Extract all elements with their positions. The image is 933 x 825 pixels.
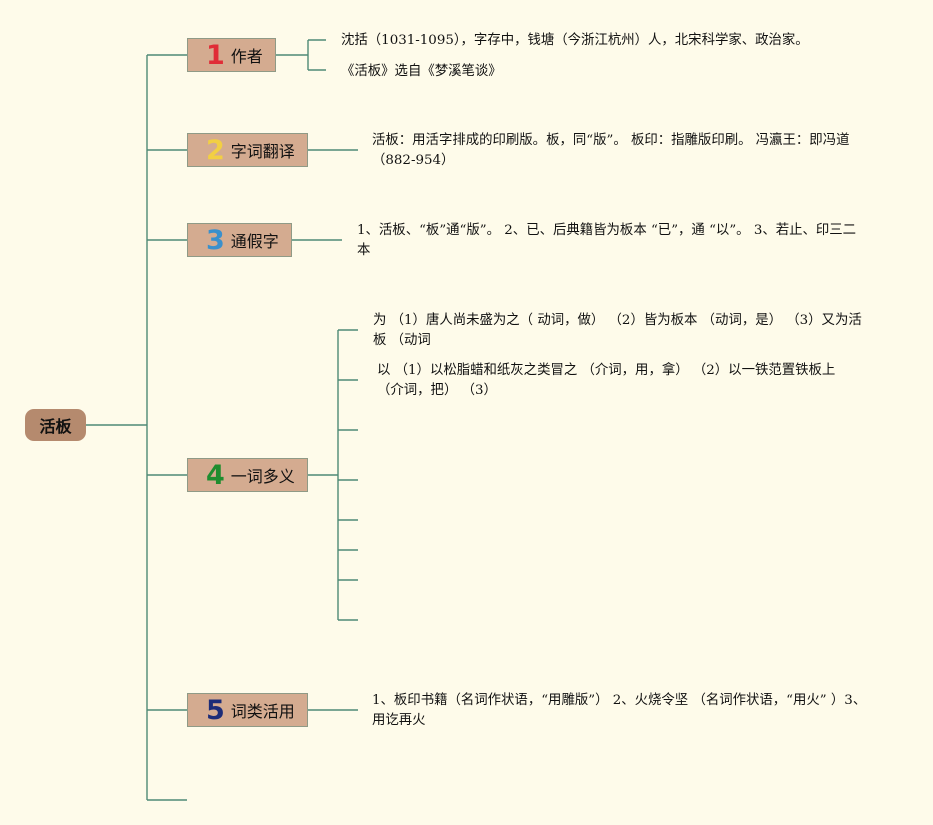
number-1-icon: 1 bbox=[206, 39, 225, 71]
note-author-source: 《活板》选自《梦溪笔谈》 bbox=[341, 64, 502, 79]
branch-label: 通假字 bbox=[230, 232, 279, 251]
number-4-icon: 4 bbox=[206, 459, 225, 491]
note-interchangeable: 1、活板、“板”通“版”。 2、已、后典籍皆为板本 “已”，通 “以”。 3、若… bbox=[357, 223, 857, 258]
branch-label: 词类活用 bbox=[230, 702, 295, 721]
note-translation: 活板：用活字排成的印刷版。板，同“版”。 板印：指雕版印刷。 冯瀛王：即冯道（8… bbox=[372, 133, 850, 168]
number-2-icon: 2 bbox=[206, 134, 225, 166]
number-5-icon: 5 bbox=[206, 694, 225, 726]
root-label: 活板 bbox=[39, 417, 72, 436]
branch-author[interactable]: 1 作者 bbox=[187, 38, 276, 72]
note-author-bio: 沈括（1031-1095），字存中，钱塘（今浙江杭州）人，北宋科学家、政治家。 bbox=[341, 33, 809, 48]
branch-label: 一词多义 bbox=[230, 467, 295, 486]
branch-label: 字词翻译 bbox=[230, 142, 295, 161]
root-node[interactable]: 活板 bbox=[25, 409, 86, 441]
branch-label: 作者 bbox=[230, 47, 263, 66]
branch-word-translation[interactable]: 2 字词翻译 bbox=[187, 133, 308, 167]
note-polysemy-wei: 为 （1）唐人尚未盛为之（ 动词，做） （2）皆为板本 （动词，是） （3）又为… bbox=[373, 313, 862, 348]
branch-interchangeable-chars[interactable]: 3 通假字 bbox=[187, 223, 292, 257]
note-word-class: 1、板印书籍（名词作状语，“用雕版”） 2、火烧令坚 （名词作状语，“用火” ）… bbox=[372, 693, 867, 728]
branch-word-class-usage[interactable]: 5 词类活用 bbox=[187, 693, 308, 727]
branch-polysemy[interactable]: 4 一词多义 bbox=[187, 458, 308, 492]
number-3-icon: 3 bbox=[206, 224, 225, 256]
note-polysemy-yi: 以 （1）以松脂蜡和纸灰之类冒之 （介词，用，拿） （2）以一铁范置铁板上（介词… bbox=[377, 363, 836, 398]
